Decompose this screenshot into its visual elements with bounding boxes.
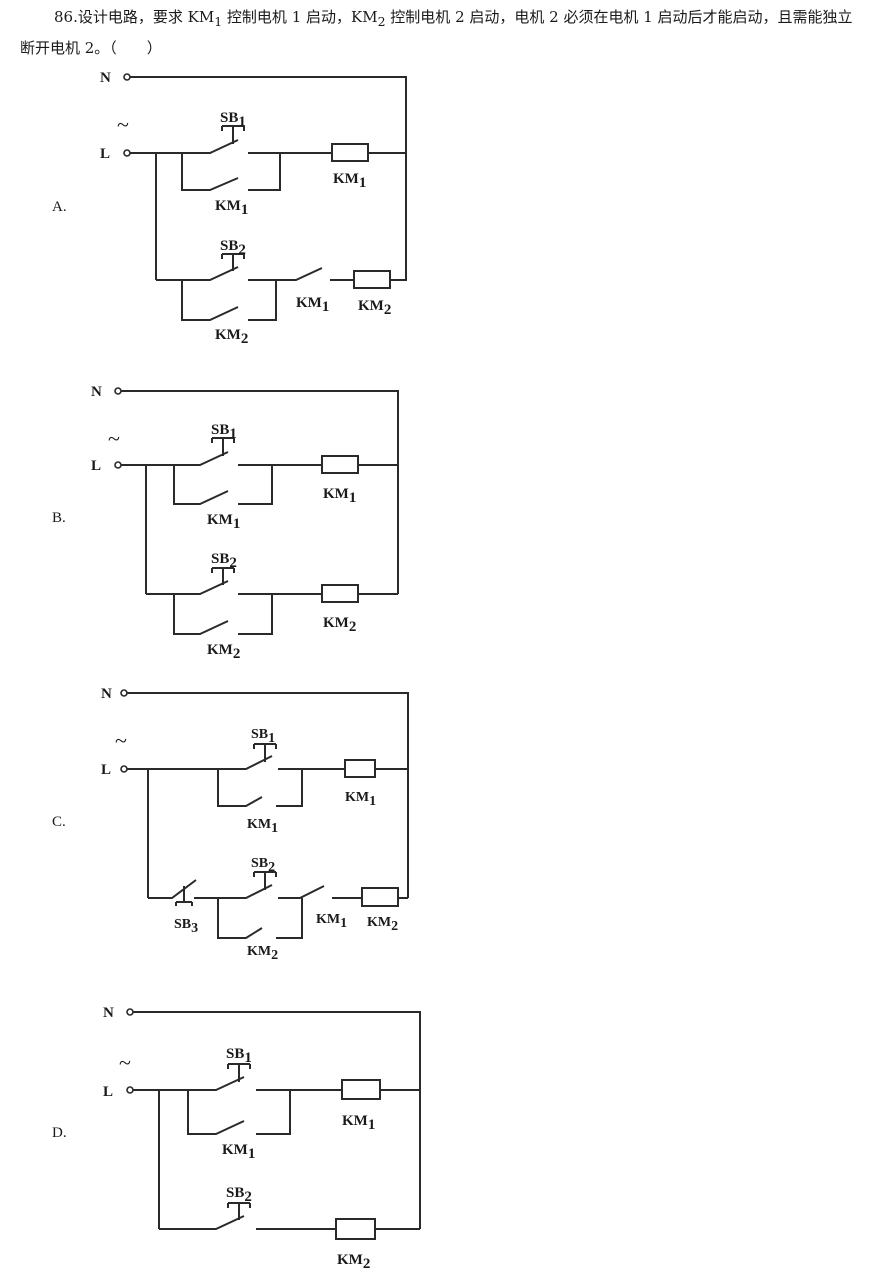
live-label: L (103, 1084, 113, 1100)
neutral-terminal (114, 387, 122, 395)
question-number: 86. (54, 8, 78, 26)
ac-symbol: ~ (115, 728, 127, 753)
live-terminal (120, 765, 128, 773)
live-terminal (114, 461, 122, 469)
option-a-label: A. (52, 199, 67, 215)
live-terminal (126, 1086, 134, 1094)
question-text: 86.设计电路，要求 KM1 控制电机 1 启动，KM2 控制电机 2 启动，电… (20, 8, 853, 57)
circuit-a: N ~ L SB1 KM1 KM1 SB2 KM1 KM2 KM2 (100, 70, 407, 347)
km1-coil (341, 1079, 381, 1100)
km1-coil-label: KM1 (345, 790, 376, 809)
ac-symbol: ~ (108, 426, 120, 451)
live-label: L (100, 146, 110, 162)
km2-coil (335, 1218, 376, 1240)
km1-coil (344, 759, 376, 778)
km1-contact-label: KM1 (247, 817, 278, 836)
km1-series-contact-label: KM1 (296, 295, 329, 315)
sb2-label: SB2 (251, 856, 275, 875)
sb1-label: SB1 (251, 727, 275, 746)
circuit-d: N ~ L SB1 KM1 KM1 SB2 KM2 (103, 1005, 421, 1272)
live-label: L (91, 458, 101, 474)
km2-coil-label: KM2 (337, 1252, 370, 1272)
neutral-terminal (120, 689, 128, 697)
km1-contact-label: KM1 (222, 1142, 255, 1162)
live-label: L (101, 762, 111, 778)
neutral-terminal (126, 1008, 134, 1016)
sb3-label: SB3 (174, 917, 198, 936)
sb2-label: SB2 (226, 1185, 252, 1205)
circuit-c: N ~ L SB1 KM1 KM1 SB3 SB2 KM1 KM2 KM2 (101, 686, 409, 963)
neutral-terminal (123, 73, 131, 81)
option-b-label: B. (52, 510, 66, 526)
circuit-b: N ~ L SB1 KM1 KM1 SB2 KM2 KM2 (91, 384, 399, 662)
km1-coil-label: KM1 (333, 171, 366, 191)
km1-coil (331, 143, 369, 162)
km2-coil-label: KM2 (367, 915, 398, 934)
neutral-label: N (103, 1005, 114, 1021)
option-c-label: C. (52, 814, 66, 830)
ac-symbol: ~ (119, 1050, 131, 1075)
km2-contact-label: KM2 (207, 642, 240, 662)
km2-contact-label: KM2 (215, 327, 248, 347)
km2-contact-label: KM2 (247, 944, 278, 963)
neutral-label: N (100, 70, 111, 86)
sb2-label: SB2 (220, 238, 246, 258)
km1-coil (321, 455, 359, 474)
option-d-label: D. (52, 1125, 67, 1141)
km1-contact-label: KM1 (215, 198, 248, 218)
neutral-label: N (101, 686, 112, 702)
km2-coil-label: KM2 (323, 615, 356, 635)
km1-series-contact-label: KM1 (316, 912, 347, 931)
km2-coil (353, 270, 391, 289)
sb1-label: SB1 (211, 422, 237, 442)
km1-contact-label: KM1 (207, 512, 240, 532)
km1-coil-label: KM1 (323, 486, 356, 506)
sb1-label: SB1 (226, 1046, 252, 1066)
sb1-label: SB1 (220, 110, 246, 130)
km1-coil-label: KM1 (342, 1113, 375, 1133)
ac-symbol: ~ (117, 112, 129, 137)
live-terminal (123, 149, 131, 157)
neutral-label: N (91, 384, 102, 400)
km2-coil-label: KM2 (358, 298, 391, 318)
sb2-label: SB2 (211, 551, 237, 571)
km2-coil (361, 887, 399, 907)
km2-coil (321, 584, 359, 603)
